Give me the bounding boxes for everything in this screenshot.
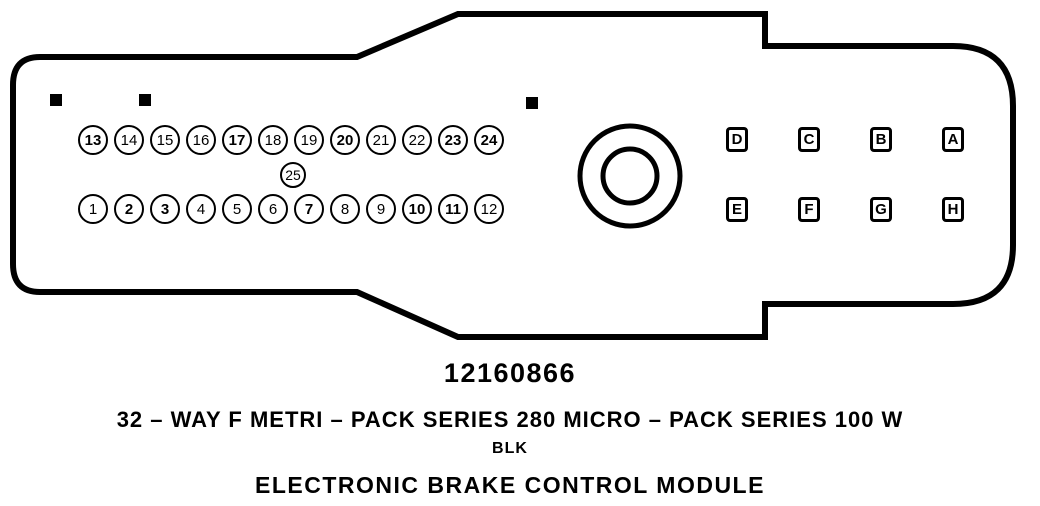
pin-2: 2 <box>114 194 144 224</box>
pin-row-bottom: 1 2 3 4 5 6 7 8 9 10 11 12 <box>78 194 504 224</box>
pin-c: C <box>798 127 820 152</box>
pin-17: 17 <box>222 125 252 155</box>
pin-19: 19 <box>294 125 324 155</box>
pin-20: 20 <box>330 125 360 155</box>
pin-15: 15 <box>150 125 180 155</box>
letter-pin-row-bottom: E F G H <box>726 197 964 222</box>
module-name: ELECTRONIC BRAKE CONTROL MODULE <box>255 472 765 498</box>
pin-12: 12 <box>474 194 504 224</box>
pin-b: B <box>870 127 892 152</box>
pin-14: 14 <box>114 125 144 155</box>
pin-3: 3 <box>150 194 180 224</box>
pin-13: 13 <box>78 125 108 155</box>
pin-18: 18 <box>258 125 288 155</box>
index-mark-icon <box>50 94 62 106</box>
pin-9: 9 <box>366 194 396 224</box>
pin-d: D <box>726 127 748 152</box>
keyway-inner-circle <box>600 146 660 206</box>
pin-g: G <box>870 197 892 222</box>
pin-8: 8 <box>330 194 360 224</box>
pin-a: A <box>942 127 964 152</box>
pin-row-top: 13 14 15 16 17 18 19 20 21 22 23 24 <box>78 125 504 155</box>
pin-21: 21 <box>366 125 396 155</box>
pin-5: 5 <box>222 194 252 224</box>
connector-series-label: 32 – WAY F METRI – PACK SERIES 280 MICRO… <box>116 407 904 432</box>
connector-outline <box>10 11 1016 340</box>
connector-color-code: BLK <box>492 440 528 457</box>
index-mark-icon <box>139 94 151 106</box>
pin-16: 16 <box>186 125 216 155</box>
pin-6: 6 <box>258 194 288 224</box>
index-mark-icon <box>526 97 538 109</box>
pin-4: 4 <box>186 194 216 224</box>
pin-e: E <box>726 197 748 222</box>
pin-10: 10 <box>402 194 432 224</box>
keyway-outer-circle <box>577 123 683 229</box>
pin-22: 22 <box>402 125 432 155</box>
pin-25: 25 <box>280 162 306 188</box>
pin-7: 7 <box>294 194 324 224</box>
pin-24: 24 <box>474 125 504 155</box>
pin-11: 11 <box>438 194 468 224</box>
pin-h: H <box>942 197 964 222</box>
pin-1: 1 <box>78 194 108 224</box>
pin-23: 23 <box>438 125 468 155</box>
letter-pin-row-top: D C B A <box>726 127 964 152</box>
part-number: 12160866 <box>443 358 577 388</box>
pin-f: F <box>798 197 820 222</box>
